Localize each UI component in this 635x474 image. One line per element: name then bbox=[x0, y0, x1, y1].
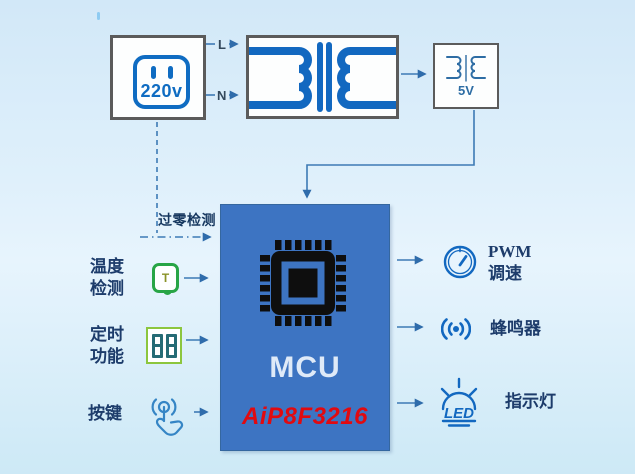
power-outlet-box: 220v bbox=[110, 35, 206, 120]
touch-ripple-right bbox=[170, 398, 177, 416]
outlet-voltage-label: 220v bbox=[140, 81, 183, 101]
transformer-secondary-coil bbox=[337, 47, 396, 109]
gauge-inner-ring bbox=[447, 249, 473, 275]
output-label-pwm: PWM 调速 bbox=[488, 241, 531, 285]
mcu-block: MCU AiP8F3216 bbox=[220, 204, 390, 451]
transformer-box bbox=[246, 35, 399, 119]
small-transformer-icon bbox=[446, 54, 486, 82]
gauge-needle bbox=[458, 255, 468, 267]
wire-neutral-label: N bbox=[217, 88, 227, 103]
seven-segment-display-icon bbox=[146, 327, 182, 364]
socket-icon: 220v bbox=[133, 55, 190, 109]
wire-live-label: L bbox=[218, 37, 226, 52]
regulator-voltage-label: 5V bbox=[458, 82, 474, 98]
input-label-timer-line1: 定时 bbox=[90, 325, 124, 344]
touch-press-icon bbox=[151, 398, 184, 436]
temperature-sensor-tab bbox=[163, 290, 172, 295]
output-label-indicator-line1: 指示灯 bbox=[505, 392, 556, 411]
buzzer-wave-right-outer bbox=[464, 318, 471, 340]
buzzer-wave-right-inner bbox=[459, 322, 465, 336]
cursor-tick-mark bbox=[97, 12, 100, 20]
mcu-title: MCU bbox=[269, 351, 341, 384]
gauge-outer-ring bbox=[443, 245, 477, 279]
segment-middle-bar bbox=[168, 344, 174, 347]
led-ray-right bbox=[468, 387, 478, 397]
seven-segment-digit bbox=[165, 333, 177, 358]
transformer-icon bbox=[249, 42, 396, 112]
output-label-pwm-line2: 调速 bbox=[488, 264, 522, 283]
socket-slit-left bbox=[150, 66, 156, 79]
buzzer-icon bbox=[441, 318, 471, 340]
input-label-timer: 定时功能 bbox=[90, 324, 124, 368]
buzzer-wave-left-inner bbox=[447, 322, 453, 336]
touch-hand-shape bbox=[155, 405, 184, 436]
led-ray-left bbox=[440, 387, 450, 397]
output-label-buzzer: 蜂鸣器 bbox=[490, 318, 541, 340]
input-label-temperature-line1: 温度 bbox=[90, 257, 124, 276]
seven-segment-digit bbox=[151, 333, 163, 358]
segment-middle-bar bbox=[154, 344, 160, 347]
input-label-temperature-line2: 检测 bbox=[90, 279, 124, 298]
led-icon: LED bbox=[440, 377, 478, 427]
touch-ripple-left bbox=[151, 398, 158, 416]
buzzer-center-dot bbox=[453, 326, 459, 332]
input-label-timer-line2: 功能 bbox=[90, 347, 124, 366]
temperature-sensor-letter: T bbox=[161, 271, 170, 285]
wire-regulator-to-mcu bbox=[302, 110, 475, 199]
socket-slits bbox=[150, 66, 173, 79]
buzzer-wave-left-outer bbox=[441, 318, 448, 340]
transformer-primary-coil bbox=[249, 47, 312, 109]
input-label-key-line1: 按键 bbox=[88, 404, 122, 423]
gauge-icon bbox=[443, 245, 477, 279]
mcu-part-number: AiP8F3216 bbox=[242, 403, 368, 430]
input-label-temperature: 温度检测 bbox=[90, 256, 124, 300]
output-label-indicator: 指示灯 bbox=[505, 391, 556, 413]
output-label-pwm-line1: PWM bbox=[488, 242, 532, 261]
chip-icon bbox=[260, 240, 346, 326]
small-transformer-secondary bbox=[470, 55, 486, 79]
output-label-buzzer-line1: 蜂鸣器 bbox=[490, 319, 541, 338]
small-transformer-primary bbox=[446, 55, 462, 79]
regulator-box: 5V bbox=[433, 43, 499, 109]
socket-slit-right bbox=[167, 66, 173, 79]
led-dome-arc bbox=[441, 391, 477, 411]
input-label-key: 按键 bbox=[88, 403, 122, 425]
temperature-sensor-icon: T bbox=[152, 263, 179, 295]
led-text: LED bbox=[444, 405, 474, 422]
zero-crossing-label: 过零检测 bbox=[158, 214, 216, 229]
